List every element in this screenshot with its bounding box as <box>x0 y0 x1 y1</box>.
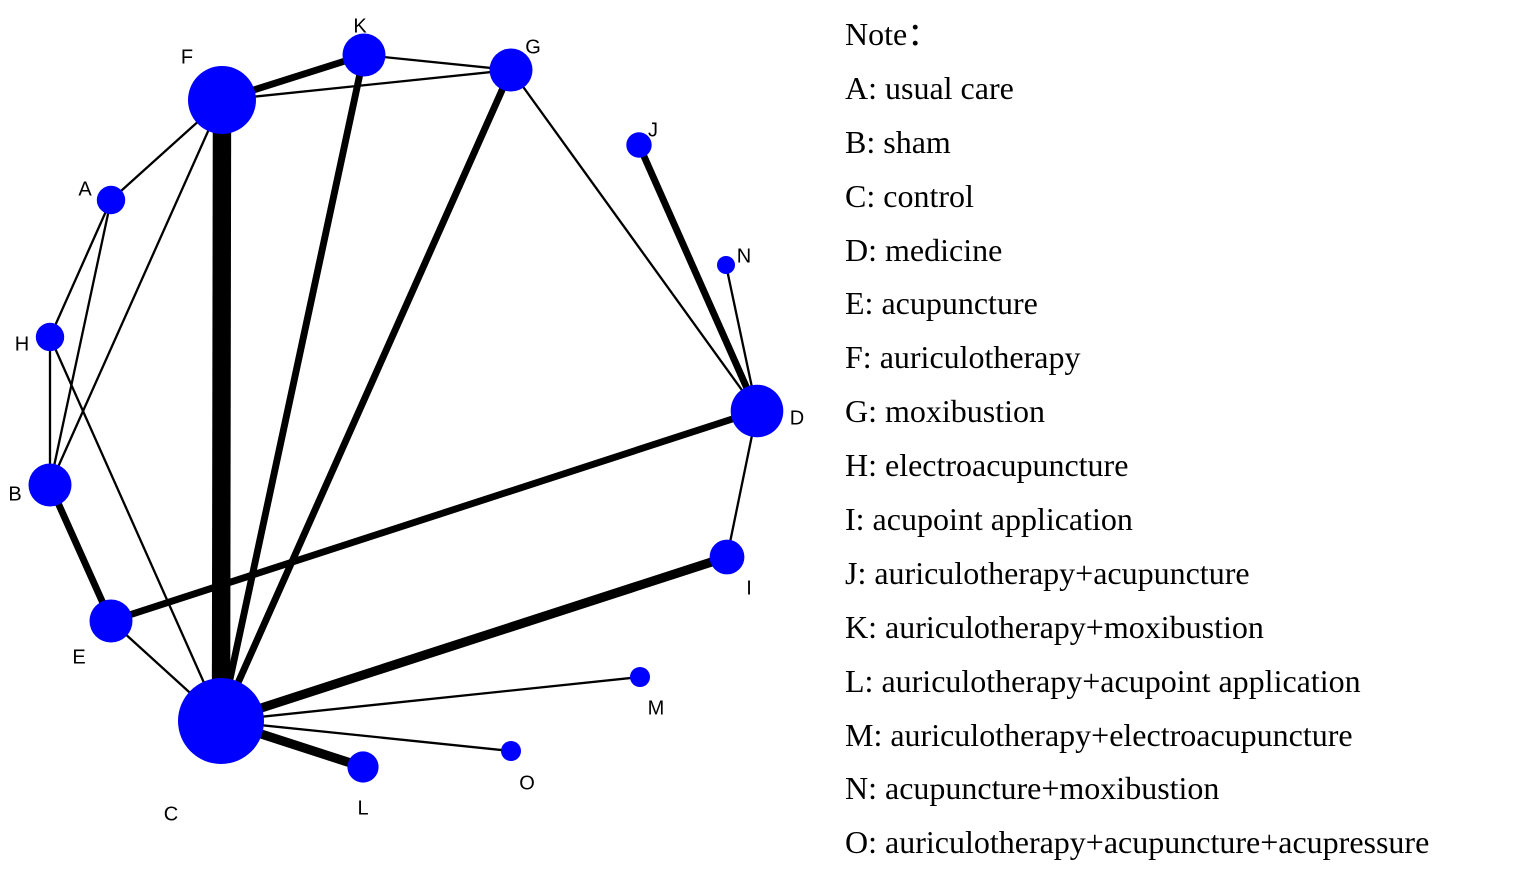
legend-item-o: O: auriculotherapy+acupuncture+acupressu… <box>845 824 1430 861</box>
legend: Note： A: usual care B: sham C: control D… <box>845 12 1533 874</box>
node-e <box>89 599 133 643</box>
edge-b-e <box>46 483 115 623</box>
legend-item-j: J: auriculotherapy+acupuncture <box>845 554 1250 591</box>
node-label-h: H <box>15 333 29 355</box>
legend-item-b: B: sham <box>845 123 951 160</box>
node-label-l: L <box>357 797 368 819</box>
edge-a-b <box>48 199 113 486</box>
node-m <box>630 667 650 687</box>
edge-c-o <box>220 719 512 753</box>
node-f <box>188 66 256 134</box>
legend-item-m: M: auriculotherapy+electroacupuncture <box>845 716 1353 753</box>
legend-title: Note： <box>845 16 940 52</box>
legend-item-a: A: usual care <box>845 69 1014 106</box>
legend-item-f: F: auriculotherapy <box>845 339 1081 376</box>
node-b <box>28 463 72 507</box>
node-a <box>96 185 126 215</box>
edge-j-d <box>635 143 761 413</box>
edge-k-c <box>217 54 368 722</box>
node-label-e: E <box>72 646 85 668</box>
node-c <box>178 678 264 764</box>
node-label-g: G <box>525 36 541 58</box>
node-label-f: F <box>181 46 193 68</box>
node-label-b: B <box>8 483 21 505</box>
node-i <box>709 539 745 575</box>
legend-item-d: D: medicine <box>845 231 1003 268</box>
edge-f-b <box>48 99 224 486</box>
node-label-a: A <box>78 178 92 200</box>
node-label-k: K <box>353 15 367 37</box>
legend-item-g: G: moxibustion <box>845 393 1046 430</box>
edge-f-c <box>211 99 232 722</box>
legend-item-h: H: electroacupuncture <box>845 447 1129 484</box>
legend-item-l: L: auriculotherapy+acupoint application <box>845 662 1361 699</box>
edge-e-d <box>109 407 759 625</box>
node-label-n: N <box>737 245 751 267</box>
node-n <box>717 256 735 274</box>
edge-k-g <box>363 53 512 72</box>
edge-h-c <box>48 336 223 722</box>
edge-g-c <box>217 68 515 723</box>
edge-i-c <box>219 552 729 726</box>
node-label-d: D <box>790 407 804 429</box>
node-l <box>347 751 379 783</box>
node-j <box>626 132 652 158</box>
node-h <box>35 322 65 352</box>
legend-item-n: N: acupuncture+moxibustion <box>845 770 1220 807</box>
legend-item-k: K: auriculotherapy+moxibustion <box>845 608 1264 645</box>
node-label-m: M <box>648 697 665 719</box>
edge-g-d <box>510 69 758 412</box>
legend-item-c: C: control <box>845 177 974 214</box>
node-label-o: O <box>519 772 535 794</box>
node-label-c: C <box>164 803 178 825</box>
node-d <box>730 384 784 438</box>
node-o <box>501 741 521 761</box>
network-labels: A B C D E F G H I J K L M N O <box>8 15 804 825</box>
node-label-i: I <box>746 577 752 599</box>
node-k <box>342 33 386 77</box>
legend-item-e: E: acupuncture <box>845 285 1038 322</box>
edge-f-g <box>221 68 512 102</box>
node-g <box>489 48 533 92</box>
edge-a-h <box>48 199 113 338</box>
network-edges <box>46 51 761 772</box>
legend-item-i: I: acupoint application <box>845 501 1133 538</box>
network-plot: A B C D E F G H I J K L M N O <box>8 15 804 825</box>
node-label-j: J <box>648 119 658 141</box>
network-nodes <box>28 33 784 783</box>
edge-c-m <box>220 675 641 723</box>
